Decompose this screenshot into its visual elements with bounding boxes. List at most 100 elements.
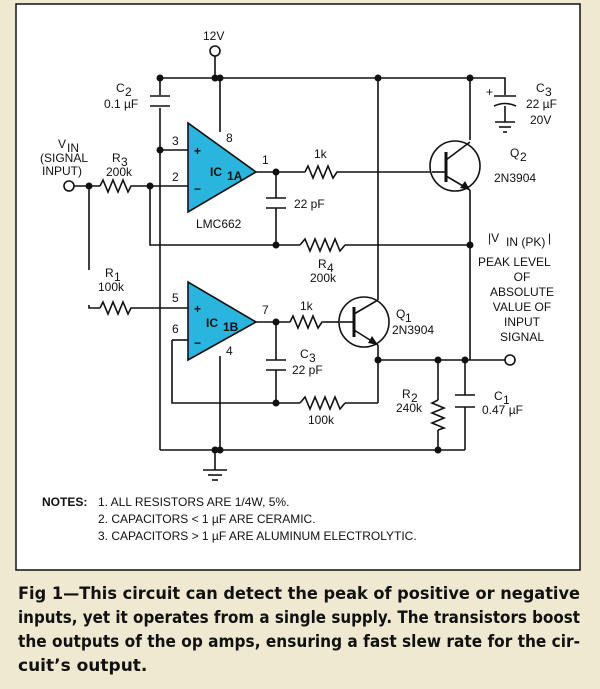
resistor-r1: R 1 100k [98,266,134,317]
input-line3: INPUT) [42,164,82,178]
c1-value: 0.47 µF [482,403,523,417]
ic1a-pin2: 2 [172,170,179,184]
r3-name: R [112,151,121,165]
output-line-4: VALUE OF [493,300,551,314]
resistor-1k-bottom: 1k [289,299,325,331]
c3-bottom-name: C [300,347,309,361]
ic1b-pin4: 4 [226,344,233,358]
opamp-ic1a-body [187,121,258,214]
capacitor-c2: C 2 0.1 µF [104,81,170,111]
q2-name: Q [510,146,519,160]
ic1b-pin6: 6 [172,322,179,336]
caption-line-4: cuit’s output. [18,656,147,676]
transistor-q1: Q 1 2N3904 [338,296,434,348]
c3-bottom-value: 22 pF [292,363,323,377]
c2-name: C [116,81,125,95]
ic1a-part: LMC662 [196,217,242,231]
ground-symbol [203,469,227,481]
vin-label: V [58,137,66,151]
opamp-ic1a: + − IC 1A 3 2 8 1 LMC662 [172,121,269,231]
r2-sub: 2 [411,391,418,405]
r2-value: 240k [396,401,423,415]
figure-caption: Fig 1—This circuit can detect the peak o… [18,584,580,676]
c2-value: 0.1 µF [104,97,138,111]
input-line2: (SIGNAL [40,151,88,165]
ic1b-pin5: 5 [172,291,179,305]
output-label-end: | [548,231,551,245]
c3-bottom-sub: 3 [309,351,316,365]
resistor-r3: R 3 200k [99,151,134,195]
ic1b-plus: + [194,302,201,316]
capacitor-c3-electrolytic: + C 3 22 µF 20V [486,81,557,133]
output-line-5: INPUT [504,315,541,329]
note-1: 1. ALL RESISTORS ARE 1/4W, 5%. [98,495,289,509]
resistor-r4: R 4 200k [299,236,346,285]
c2-sub: 2 [125,85,132,99]
r1k-bottom-value: 1k [300,299,314,313]
capacitor-c1: C 1 0.47 µF [455,389,523,417]
caption-line-2: inputs, yet it operates from a single su… [18,608,580,628]
c3-top-name: C [536,81,545,95]
c3-top-voltage: 20V [530,113,551,127]
q1-name: Q [396,307,405,321]
q1-part: 2N3904 [392,323,434,337]
note-3: 3. CAPACITORS > 1 µF ARE ALUMINUM ELECTR… [98,529,417,543]
r4-sub: 4 [327,261,334,275]
r1k-top-value: 1k [314,147,328,161]
opamp-ic1b-body [187,280,258,362]
c22pf-top-value: 22 pF [294,197,325,211]
resistor-r2: R 2 240k [396,387,447,431]
capacitor-22pf-top: 22 pF [266,197,325,211]
output-terminal[interactable] [504,354,516,366]
output-label-group: |V IN (PK) | PEAK LEVEL OF ABSOLUTE VALU… [478,231,554,366]
input-terminal[interactable] [63,180,75,192]
r3-value: 200k [106,165,133,179]
ic1a-name: IC [210,165,222,179]
notes: NOTES: 1. ALL RESISTORS ARE 1/4W, 5%. 2.… [42,495,417,543]
q2-sub: 2 [520,150,527,164]
output-line-1: PEAK LEVEL [478,255,551,269]
ic1a-pin8: 8 [226,131,233,145]
r3-sub: 3 [121,155,128,169]
opamp-ic1b: + − IC 1B 5 6 4 7 [172,280,269,362]
supply-12v: 12V [203,29,224,57]
vin-sub: IN [67,141,79,155]
c1-sub: 1 [503,393,510,407]
supply-terminal [209,45,221,57]
q2-part: 2N3904 [494,171,536,185]
signal-input: V IN (SIGNAL INPUT) [40,137,88,192]
ic1a-minus: − [194,182,201,196]
c3-plus: + [486,85,493,99]
junction-dots [85,74,474,454]
ic1b-minus: − [194,336,201,350]
schematic-panel [15,3,581,571]
r4-name: R [318,257,327,271]
c1-name: C [494,389,503,403]
r1-name: R [105,266,114,280]
ic1a-sub: 1A [227,169,243,183]
output-line-3: ABSOLUTE [490,285,554,299]
output-line-6: SIGNAL [500,330,544,344]
ic1b-pin7: 7 [262,303,269,317]
notes-heading: NOTES: [42,495,87,509]
ic1b-sub: 1B [223,320,239,334]
ic1a-pin3: 3 [172,134,179,148]
r100k-fb-value: 100k [308,413,335,427]
ic1b-name: IC [206,316,218,330]
c3-top-sub: 3 [545,85,552,99]
output-label: |V [488,231,499,245]
resistor-100k-feedback: 100k [299,394,346,427]
c3-top-value: 22 µF [526,97,557,111]
caption-line-3: the outputs of the op amps, ensuring a f… [18,632,580,652]
output-line-2: OF [514,270,531,284]
transistor-q2: Q 2 2N3904 [429,140,536,192]
r1-value: 100k [98,280,125,294]
resistor-1k-top: 1k [304,147,340,181]
capacitor-c3-22pf: C 3 22 pF [266,347,323,377]
note-2: 2. CAPACITORS < 1 µF ARE CERAMIC. [98,512,316,526]
r4-value: 200k [310,271,337,285]
r2-name: R [402,387,411,401]
ic1a-plus: + [194,144,201,158]
q1-sub: 1 [405,311,412,325]
